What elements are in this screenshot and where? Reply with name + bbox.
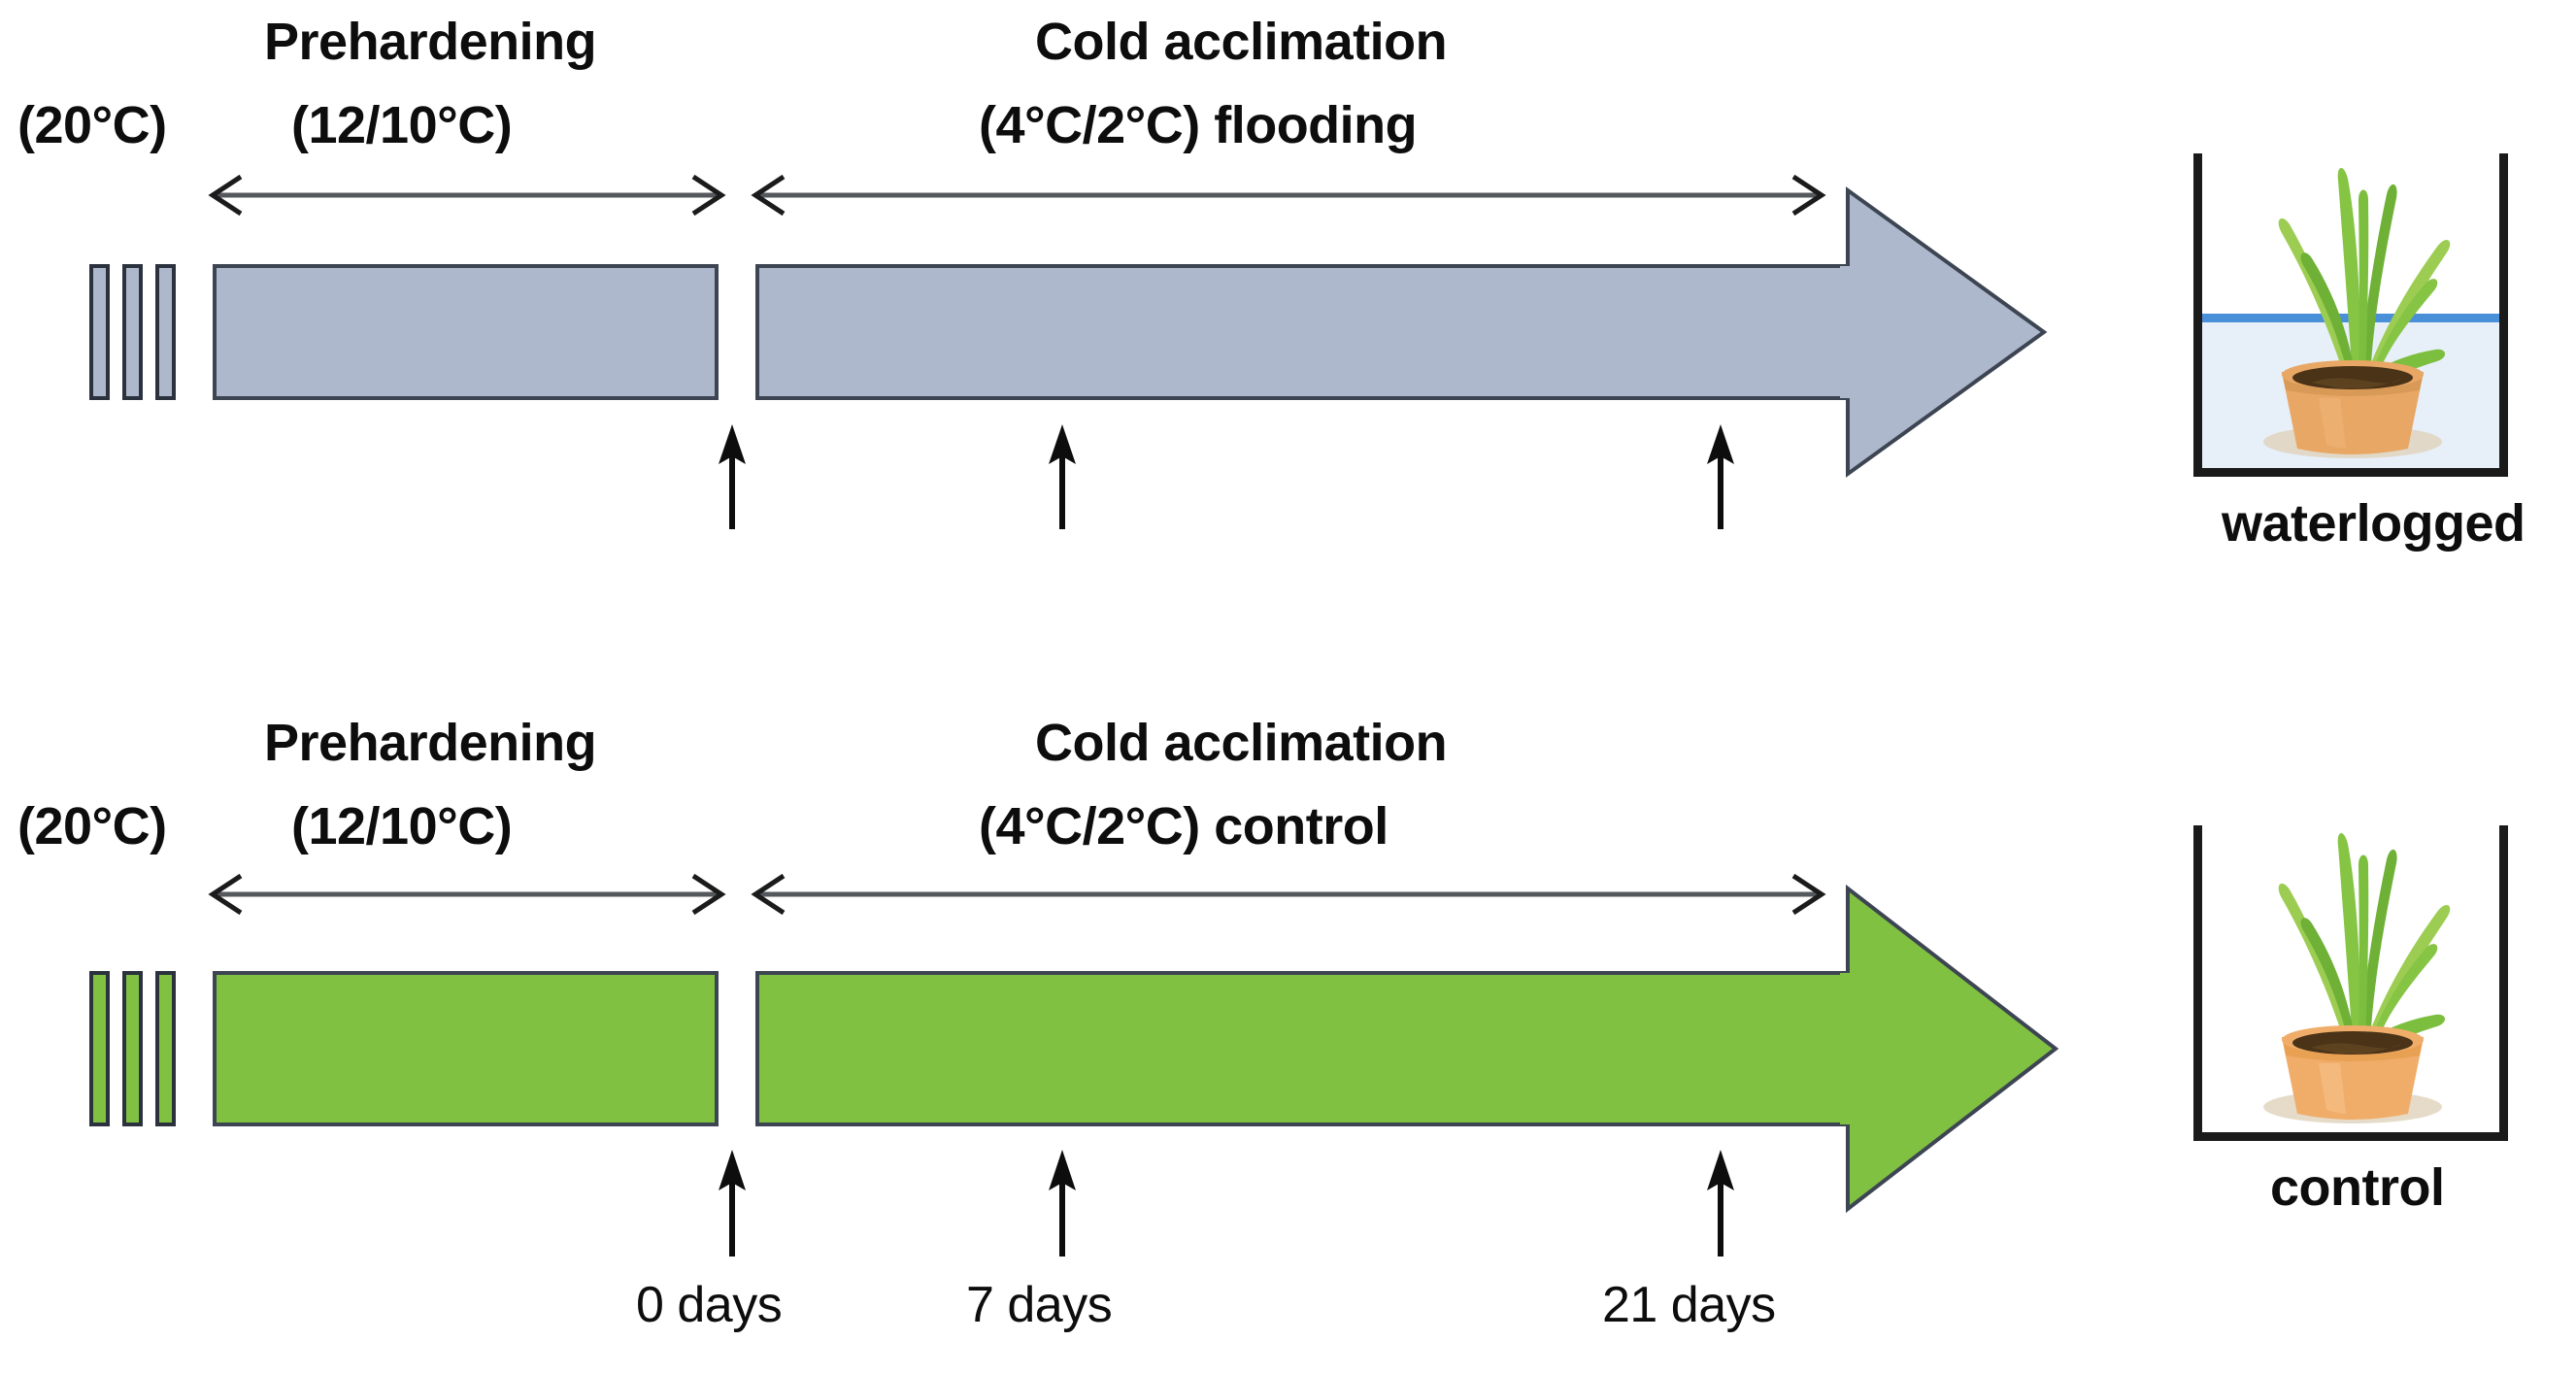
- flooding-tick-arrows: [719, 424, 1734, 529]
- flooding-coldacclimation-span-arrow: [751, 174, 1826, 217]
- potted-plant-waterlogged: [2263, 167, 2451, 458]
- control-tick-7days: [1049, 1150, 1076, 1257]
- timepoint-label-0days: 0 days: [636, 1277, 783, 1333]
- control-prebar-3: [155, 971, 176, 1126]
- container-wall-bottom: [2193, 468, 2508, 477]
- flooding-prebar-2: [122, 264, 143, 400]
- plant-leaves: [2278, 167, 2451, 386]
- flower-pot: [2282, 1025, 2424, 1120]
- flooding-pre-phase-label: (20°C): [17, 96, 167, 154]
- timeline-row-control: (20°C) Prehardening (12/10°C) Cold accli…: [0, 701, 2165, 1374]
- control-prebar-1: [89, 971, 110, 1126]
- flooding-coldacclimation-title: Cold acclimation: [1035, 13, 1448, 71]
- control-tick-21days: [1707, 1150, 1734, 1257]
- timepoint-label-21days: 21 days: [1602, 1277, 1776, 1333]
- flooding-prebar-1: [89, 264, 110, 400]
- flooding-prehardening-block: [213, 264, 719, 400]
- control-pre-phase-label: (20°C): [17, 797, 167, 855]
- control-prehardening-block: [213, 971, 719, 1126]
- control-prehardening-temperature: (12/10°C): [291, 797, 513, 855]
- control-arrowhead: [1840, 884, 2059, 1214]
- control-prebar-2: [122, 971, 143, 1126]
- control-coldacclimation-title: Cold acclimation: [1035, 714, 1448, 772]
- control-coldacclimation-temperature: (4°C/2°C) control: [979, 797, 1388, 855]
- container-wall-right: [2499, 825, 2508, 1141]
- treatment-control: control: [2165, 816, 2576, 1272]
- treatment-waterlogged: waterlogged: [2165, 136, 2576, 592]
- flooding-prebar-3: [155, 264, 176, 400]
- container-wall-bottom: [2193, 1132, 2508, 1141]
- control-tick-0days: [719, 1150, 746, 1257]
- potted-plant-control: [2263, 832, 2451, 1123]
- plant-leaves: [2278, 832, 2451, 1052]
- control-coldacclimation-block: [755, 971, 1857, 1126]
- control-prehardening-span-arrow: [208, 873, 726, 916]
- flooding-tick-21days: [1707, 424, 1734, 529]
- control-prehardening-title: Prehardening: [264, 714, 597, 772]
- control-tick-arrows: [719, 1150, 1734, 1257]
- treatment-label-control: control: [2270, 1158, 2445, 1217]
- flooding-prehardening-temperature: (12/10°C): [291, 96, 513, 154]
- container-wall-left: [2193, 153, 2202, 477]
- timepoint-label-7days: 7 days: [966, 1277, 1113, 1333]
- flower-pot: [2282, 360, 2424, 454]
- flooding-prehardening-title: Prehardening: [264, 13, 597, 71]
- timeline-row-flooding: (20°C) Prehardening (12/10°C) Cold accli…: [0, 0, 2165, 680]
- flooding-tick-0days: [719, 424, 746, 529]
- flooding-tick-7days: [1049, 424, 1076, 529]
- flooding-prehardening-span-arrow: [208, 174, 726, 217]
- container-wall-right: [2499, 153, 2508, 477]
- flooding-arrowhead: [1840, 186, 2048, 478]
- container-wall-left: [2193, 825, 2202, 1141]
- control-coldacclimation-span-arrow: [751, 873, 1826, 916]
- treatment-label-waterlogged: waterlogged: [2222, 494, 2526, 553]
- flooding-coldacclimation-temperature: (4°C/2°C) flooding: [979, 96, 1418, 154]
